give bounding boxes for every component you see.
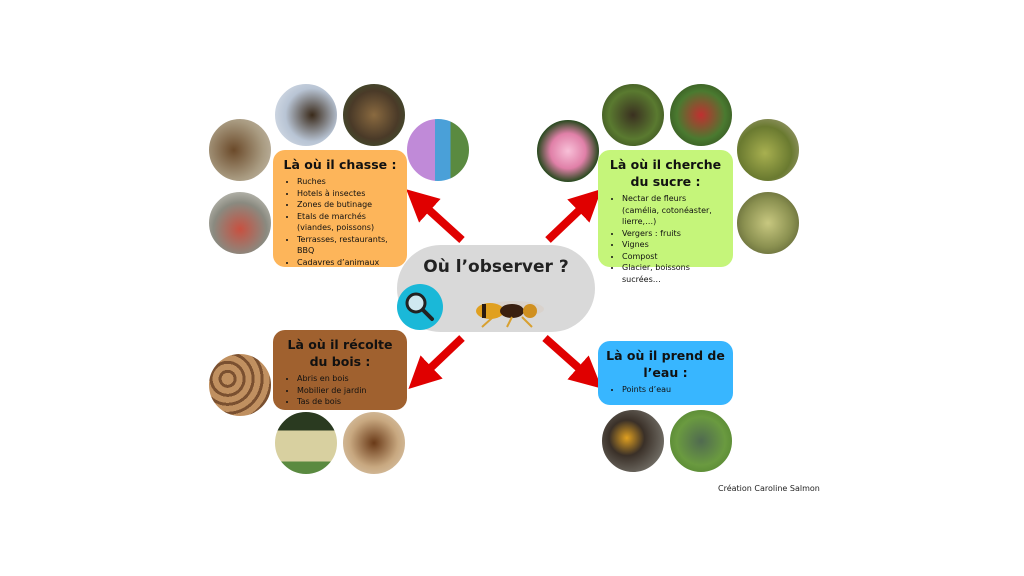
list-item: Hotels à insectes [297, 188, 399, 200]
center-title: Où l’observer ? [423, 257, 569, 277]
photo-hornet-on-fruit [735, 117, 801, 183]
hornet-icon [476, 301, 544, 328]
photo-camellia [535, 118, 601, 184]
photo-insect-hotel [341, 82, 407, 148]
sucre-title: Là où il cherche du sucre : [609, 157, 722, 189]
sucre-box: Là où il cherche du sucre : Nectar de fl… [598, 150, 733, 284]
photo-hornet-drinking [600, 408, 666, 474]
photo-hornet-on-bark [207, 117, 273, 183]
list-item: Nectar de fleurs (camélia, cotonéaster, … [622, 193, 725, 228]
arrow-eau [542, 335, 602, 389]
list-item: Vignes [622, 239, 725, 251]
photo-garden-shed [273, 410, 339, 476]
photo-beehives [405, 117, 471, 183]
list-item: Mobilier de jardin [297, 385, 399, 397]
photo-hornet-on-cotoneaster [668, 82, 734, 148]
list-item: Glacier, boissons sucrées… [622, 262, 725, 285]
list-item: Zones de butinage [297, 199, 399, 211]
eau-title: Là où il prend de l’eau : [606, 348, 725, 380]
magnifier-badge [397, 284, 443, 330]
bois-title: Là où il récolte du bois : [287, 337, 393, 369]
list-item: Abris en bois [297, 373, 399, 385]
photo-hornets-at-hive [273, 82, 339, 148]
list-item: Etals de marchés (viandes, poissons) [297, 211, 399, 234]
list-item: Terrasses, restaurants, BBQ [297, 234, 399, 257]
photo-hornet-on-ivy [600, 82, 666, 148]
list-item: Vergers : fruits [622, 228, 725, 240]
list-item: Points d’eau [622, 384, 725, 396]
photo-hornet-on-wood [341, 410, 407, 476]
magnifier-icon [405, 292, 434, 321]
list-item: Compost [622, 251, 725, 263]
photo-woodpile [207, 352, 273, 418]
chasse-title: Là où il chasse : [283, 157, 397, 172]
photo-hornet-on-grapes [735, 190, 801, 256]
arrow-bois [408, 335, 465, 390]
photo-pond [668, 408, 734, 474]
chasse-box: Là où il chasse : Ruches Hotels à insect… [273, 150, 407, 267]
arrow-sucre [545, 188, 602, 243]
bois-box: Là où il récolte du bois : Abris en bois… [273, 330, 407, 410]
photo-market-stall [207, 190, 273, 256]
arrow-chasse [406, 189, 465, 243]
list-item: Tas de bois [297, 396, 399, 408]
list-item: Cadavres d’animaux [297, 257, 399, 269]
list-item: Ruches [297, 176, 399, 188]
credit: Création Caroline Salmon [718, 484, 820, 493]
eau-box: Là où il prend de l’eau : Points d’eau [598, 341, 733, 405]
